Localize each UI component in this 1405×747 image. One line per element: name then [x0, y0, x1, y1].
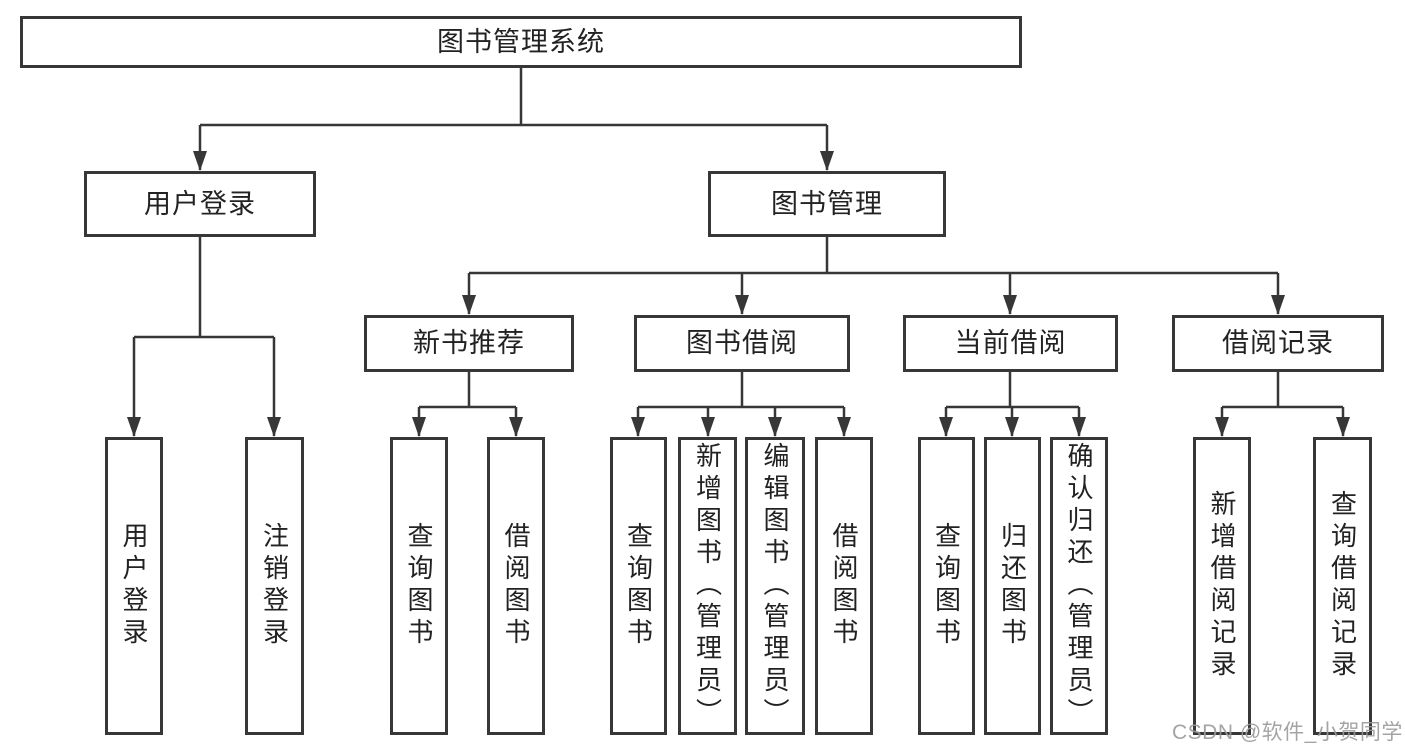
leaf-borrow-query-books-label: 查询图书 — [623, 522, 654, 650]
leaf-borrow-add-books: 新增图书（管理员） — [678, 437, 737, 735]
leaf-user-login-label: 用户登录 — [119, 522, 149, 650]
connector-bookmgmt-branch — [469, 237, 1278, 275]
connector-records-branch — [1222, 372, 1343, 409]
node-current-borrow: 当前借阅 — [903, 315, 1118, 372]
leaf-current-query-books: 查询图书 — [918, 437, 975, 735]
connector-userlogin-branch — [134, 237, 274, 339]
connector-root-branch — [200, 68, 827, 127]
node-root-label: 图书管理系统 — [437, 26, 605, 57]
leaf-current-query-books-label: 查询图书 — [931, 522, 962, 650]
node-user-login-label: 用户登录 — [144, 188, 256, 219]
leaf-borrow-edit-books: 编辑图书（管理员） — [745, 437, 805, 735]
node-root: 图书管理系统 — [20, 16, 1022, 68]
node-user-login: 用户登录 — [84, 171, 316, 237]
leaf-borrow-edit-books-label: 编辑图书（管理员） — [760, 442, 790, 730]
leaf-logout: 注销登录 — [245, 437, 304, 735]
node-borrow-records: 借阅记录 — [1172, 315, 1384, 372]
leaf-records-add-record: 新增借阅记录 — [1193, 437, 1251, 735]
node-book-management-label: 图书管理 — [771, 188, 883, 219]
leaf-newbook-query-books-label: 查询图书 — [404, 522, 434, 650]
connector-newbook-branch — [419, 372, 516, 409]
leaf-records-query-record: 查询借阅记录 — [1313, 437, 1372, 735]
leaf-borrow-query-books: 查询图书 — [610, 437, 667, 735]
leaf-borrow-add-books-label: 新增图书（管理员） — [692, 442, 723, 730]
node-new-book-recommend-label: 新书推荐 — [413, 328, 525, 358]
node-current-borrow-label: 当前借阅 — [954, 328, 1067, 358]
node-book-borrow-label: 图书借阅 — [686, 328, 798, 358]
leaf-borrow-borrow-books: 借阅图书 — [815, 437, 873, 735]
node-book-borrow: 图书借阅 — [634, 315, 850, 372]
node-new-book-recommend: 新书推荐 — [364, 315, 574, 372]
leaf-borrow-borrow-books-label: 借阅图书 — [829, 522, 859, 650]
leaf-newbook-borrow-books-label: 借阅图书 — [501, 522, 531, 650]
csdn-watermark: CSDN @软件_小贺同学 — [1172, 721, 1403, 744]
leaf-newbook-query-books: 查询图书 — [390, 437, 448, 735]
node-borrow-records-label: 借阅记录 — [1222, 328, 1334, 358]
leaf-current-return-books-label: 归还图书 — [997, 522, 1028, 650]
leaf-records-add-record-label: 新增借阅记录 — [1207, 490, 1237, 682]
leaf-current-confirm-return: 确认归还（管理员） — [1050, 437, 1108, 735]
leaf-records-query-record-label: 查询借阅记录 — [1327, 490, 1358, 682]
node-book-management: 图书管理 — [708, 171, 946, 237]
leaf-logout-label: 注销登录 — [259, 522, 290, 650]
leaf-user-login: 用户登录 — [105, 437, 163, 735]
connector-currentborrow-branch — [946, 372, 1079, 409]
leaf-newbook-borrow-books: 借阅图书 — [487, 437, 545, 735]
leaf-current-confirm-return-label: 确认归还（管理员） — [1064, 442, 1094, 730]
connector-bookborrow-branch — [638, 372, 844, 409]
leaf-current-return-books: 归还图书 — [984, 437, 1041, 735]
